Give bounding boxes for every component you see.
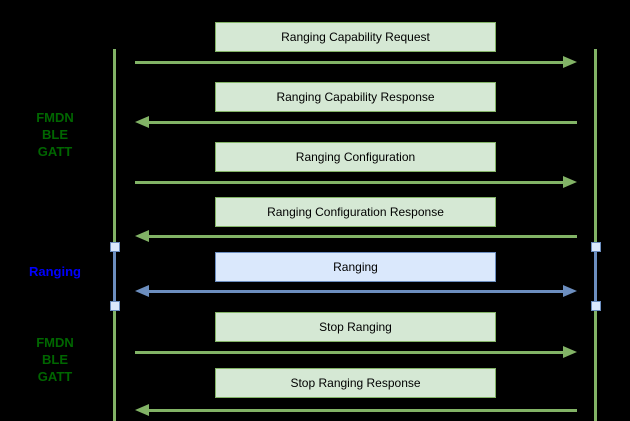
message-arrow — [135, 345, 577, 359]
message-arrow — [135, 229, 577, 243]
arrow-line — [146, 234, 577, 238]
side-label-line: FMDN — [36, 335, 74, 350]
message-box-label: Ranging — [333, 260, 378, 274]
arrow-line — [135, 350, 566, 354]
message-box: Ranging Capability Response — [215, 82, 496, 112]
side-label-fmdn-ble-gatt-lower: FMDN BLE GATT — [0, 334, 110, 385]
message-box-label: Ranging Capability Response — [276, 90, 435, 104]
side-label-ranging-phase: Ranging — [0, 263, 110, 280]
message-arrow — [135, 175, 577, 189]
message-box: Ranging Capability Request — [215, 22, 496, 52]
message-box: Stop Ranging — [215, 312, 496, 342]
side-label-line: FMDN — [36, 110, 74, 125]
message-box-label: Stop Ranging — [319, 320, 392, 334]
side-label-fmdn-ble-gatt-upper: FMDN BLE GATT — [0, 109, 110, 160]
side-label-line: GATT — [37, 144, 73, 159]
arrowhead-left-icon — [135, 284, 149, 297]
message-box-label: Stop Ranging Response — [290, 376, 421, 390]
message-arrow — [135, 403, 577, 417]
arrowhead-left-icon — [135, 229, 149, 242]
arrow-line — [146, 408, 577, 412]
arrow-line — [135, 180, 566, 184]
arrowhead-right-icon — [563, 55, 577, 68]
arrowhead-right-icon — [563, 175, 577, 188]
side-label-line: BLE — [42, 352, 68, 367]
message-arrow — [135, 115, 577, 129]
arrowhead-right-icon — [563, 284, 577, 297]
lifeline-right — [594, 49, 597, 421]
arrowhead-left-icon — [135, 403, 149, 416]
arrow-line — [146, 120, 577, 124]
message-box-label: Ranging Configuration — [295, 150, 416, 164]
message-box-label: Ranging Configuration Response — [267, 205, 444, 219]
message-box: Ranging Configuration — [215, 142, 496, 172]
activation-endpoint-top-left — [109, 242, 120, 252]
message-box: Ranging Configuration Response — [215, 197, 496, 227]
activation-bar-left — [113, 247, 116, 306]
activation-endpoint-bottom-right — [590, 301, 601, 311]
activation-bar-right — [594, 247, 597, 306]
message-arrow — [135, 55, 577, 69]
message-arrow — [135, 284, 577, 298]
side-label-line: GATT — [37, 369, 73, 384]
arrow-line — [146, 289, 566, 293]
side-label-line: BLE — [42, 127, 68, 142]
lifeline-left — [113, 49, 116, 421]
message-box: Ranging — [215, 252, 496, 282]
activation-endpoint-top-right — [590, 242, 601, 252]
activation-endpoint-bottom-left — [109, 301, 120, 311]
side-label-line: Ranging — [29, 264, 81, 279]
arrow-line — [135, 60, 566, 64]
arrowhead-left-icon — [135, 115, 149, 128]
message-box: Stop Ranging Response — [215, 368, 496, 398]
message-box-label: Ranging Capability Request — [281, 30, 430, 44]
arrowhead-right-icon — [563, 345, 577, 358]
